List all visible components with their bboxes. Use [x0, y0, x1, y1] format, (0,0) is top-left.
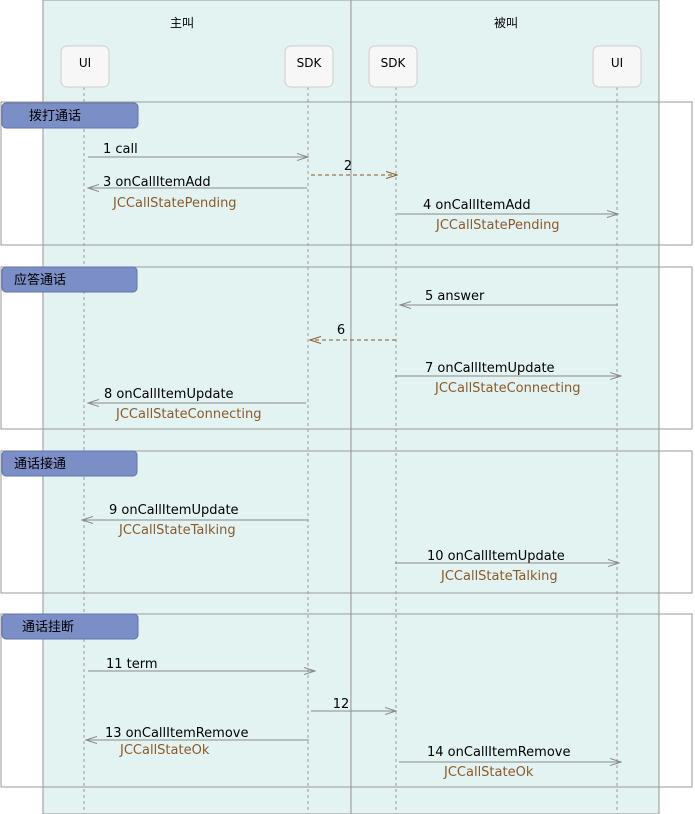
- section-tab-answer: 应答通话: [1, 266, 138, 293]
- message-10-label: 10 onCallItemUpdate: [427, 549, 565, 564]
- message-12-label: 12: [333, 697, 350, 712]
- message-2-label: 2: [344, 159, 352, 174]
- participant-caller-ui-label: UI: [79, 56, 91, 70]
- lane-callee-title: 被叫: [494, 16, 518, 30]
- section-tab-connected: 通话接通: [1, 450, 138, 477]
- participant-caller-sdk-label: SDK: [297, 56, 323, 70]
- message-7-label: 7 onCallItemUpdate: [425, 361, 555, 376]
- section-title-dial: 拨打通话: [29, 109, 81, 124]
- message-4-state: JCCallStatePending: [435, 218, 560, 233]
- section-tab-dial: 拨打通话: [1, 102, 139, 129]
- message-3-state: JCCallStatePending: [112, 196, 237, 211]
- section-title-hangup: 通话挂断: [22, 620, 74, 635]
- message-11-label: 11 term: [106, 657, 158, 672]
- participant-callee-ui-label: UI: [611, 56, 623, 70]
- message-4-label: 4 onCallItemAdd: [423, 198, 531, 213]
- section-title-connected: 通话接通: [14, 456, 66, 472]
- message-7-state: JCCallStateConnecting: [434, 381, 580, 396]
- message-3-label: 3 onCallItemAdd: [103, 175, 211, 190]
- lane-caller: [42, 0, 352, 814]
- message-1-label: 1 call: [103, 142, 138, 157]
- participant-callee-sdk-label: SDK: [381, 56, 407, 70]
- participant-callee-ui: UI: [592, 45, 642, 88]
- message-8-label: 8 onCallItemUpdate: [104, 387, 234, 402]
- participant-caller-ui: UI: [60, 45, 110, 88]
- section-frame-connected: [0, 450, 693, 594]
- section-frame-answer: [0, 266, 693, 430]
- section-frame-dial: [0, 101, 693, 246]
- message-14-label: 14 onCallItemRemove: [427, 745, 570, 760]
- lane-caller-title: 主叫: [170, 16, 194, 30]
- message-13-state: JCCallStateOk: [119, 743, 210, 758]
- participant-callee-sdk: SDK: [368, 45, 418, 88]
- message-10-state: JCCallStateTalking: [440, 569, 558, 584]
- section-title-answer: 应答通话: [14, 272, 66, 288]
- message-9-label: 9 onCallItemUpdate: [109, 503, 239, 518]
- message-5-label: 5 answer: [425, 289, 485, 304]
- message-14-state: JCCallStateOk: [443, 765, 534, 780]
- message-9-state: JCCallStateTalking: [118, 523, 236, 538]
- section-frame-hangup: [0, 613, 693, 788]
- section-tab-hangup: 通话挂断: [1, 613, 139, 640]
- message-6-label: 6: [337, 323, 345, 338]
- lane-callee: [350, 0, 660, 814]
- message-13-label: 13 onCallItemRemove: [105, 726, 248, 741]
- participant-caller-sdk: SDK: [284, 45, 334, 88]
- message-8-state: JCCallStateConnecting: [115, 407, 261, 422]
